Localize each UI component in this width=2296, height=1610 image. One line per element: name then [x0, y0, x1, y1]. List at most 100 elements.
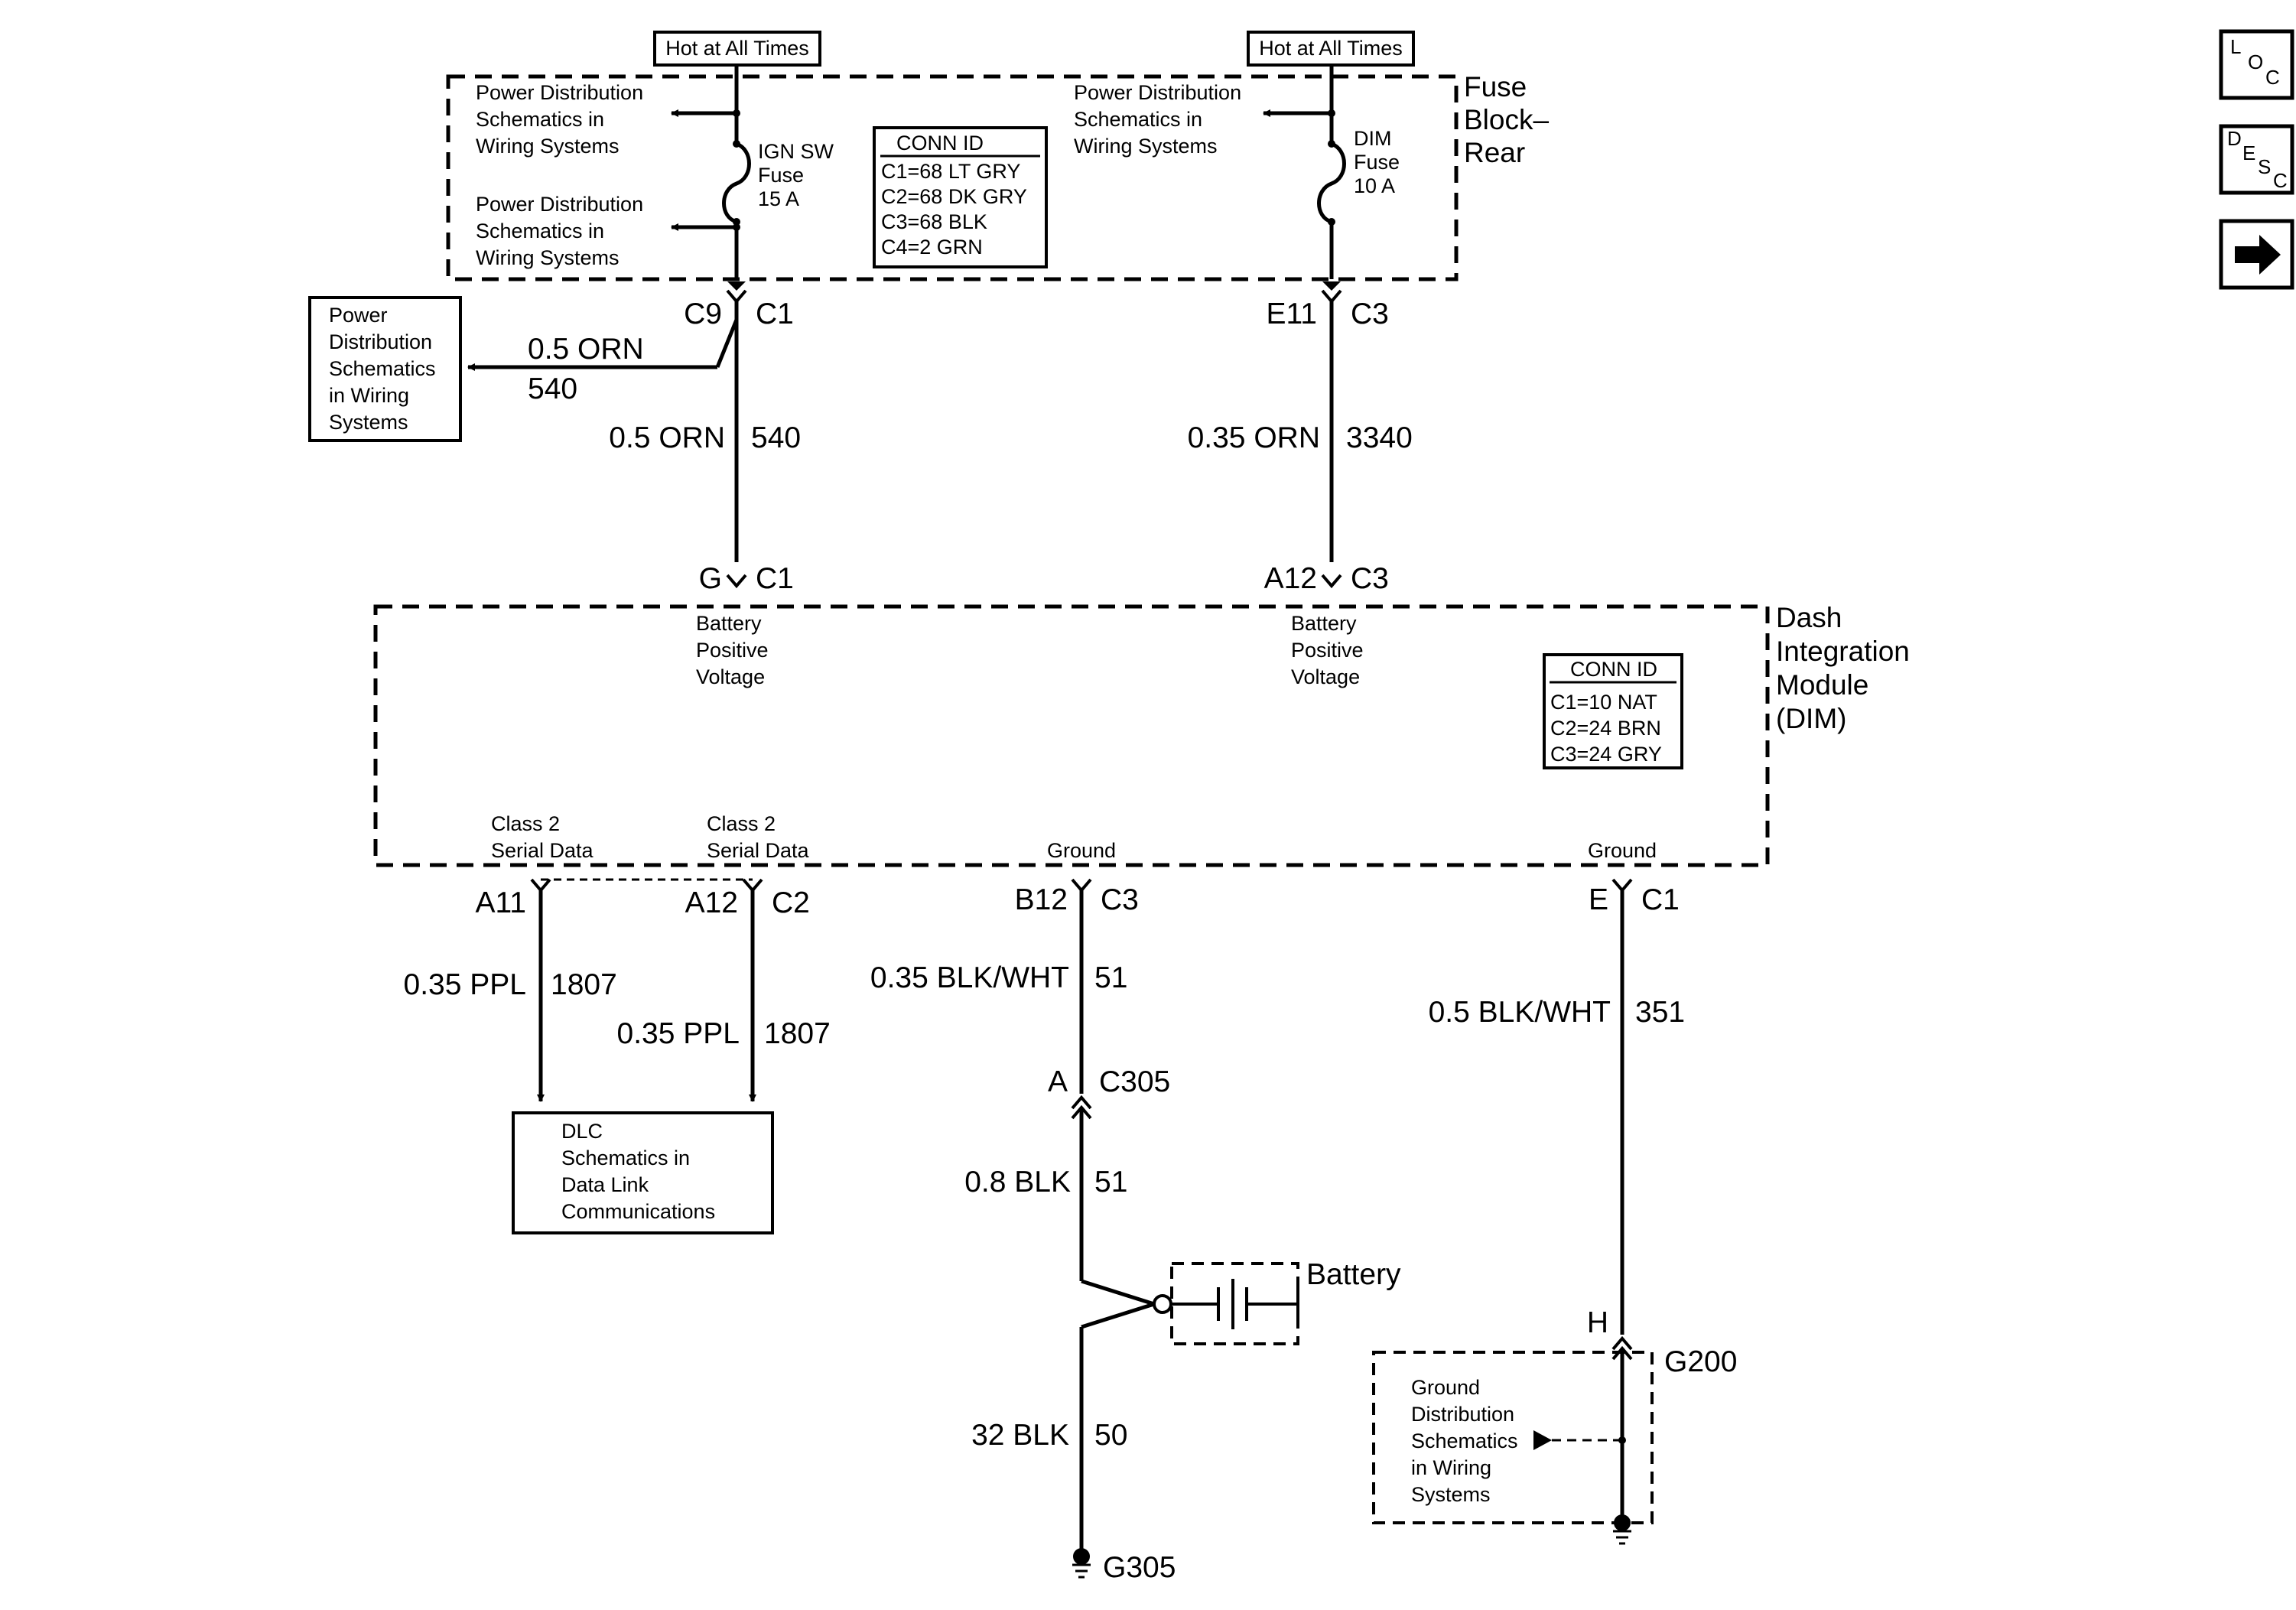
wire-blkwht351-gauge: 0.5 BLK/WHT — [1429, 996, 1611, 1029]
hot-label-right: Hot at All Times — [1259, 37, 1403, 60]
svg-text:C: C — [2273, 169, 2288, 192]
svg-text:C: C — [2265, 66, 2280, 89]
pd-mid-left-3: Wiring Systems — [476, 246, 620, 269]
pd-top-left-3: Wiring Systems — [476, 135, 620, 158]
loc-button[interactable]: L O C — [2219, 29, 2294, 100]
pd-box-line-2: Distribution — [329, 330, 432, 353]
next-button[interactable] — [2219, 219, 2294, 290]
ground-dist-line-5: Systems — [1411, 1483, 1491, 1506]
pd-top-right-1: Power Distribution — [1074, 81, 1241, 104]
pd-top-left-2: Schematics in — [476, 108, 604, 131]
ground-dist-line-1: Ground — [1411, 1376, 1480, 1399]
class2-right-2: Serial Data — [707, 839, 810, 862]
connector-b12: B12 — [1015, 883, 1068, 916]
fuse-block-conn-id-box — [873, 126, 1048, 268]
bpv-left-1: Battery — [696, 612, 762, 635]
class2-left-1: Class 2 — [491, 812, 560, 835]
dim-title-2: Integration — [1776, 636, 1910, 667]
svg-text:O: O — [2248, 50, 2263, 73]
right-arrow-icon — [2235, 235, 2281, 275]
branch-wire-gauge: 0.5 ORN — [528, 333, 644, 366]
dim-title-4: (DIM) — [1776, 703, 1846, 734]
desc-button[interactable]: D E S C — [2219, 124, 2294, 195]
connector-e-conn: C1 — [1641, 883, 1680, 916]
bpv-right-1: Battery — [1291, 612, 1357, 635]
class2-right-1: Class 2 — [707, 812, 776, 835]
pd-box-line-1: Power — [329, 304, 388, 327]
ign-fuse-label-3: 15 A — [758, 187, 799, 210]
connector-c9: C9 — [684, 298, 722, 330]
ground-right-label: Ground — [1588, 839, 1657, 862]
dim-module-box — [373, 604, 1770, 867]
fuse-block-rear-box — [446, 74, 1459, 281]
connector-a: A — [1048, 1065, 1068, 1098]
ground-dist-line-2: Distribution — [1411, 1403, 1514, 1426]
fuse-conn-id-row-3: C3=68 BLK — [881, 210, 987, 233]
connector-c305: C305 — [1099, 1065, 1170, 1098]
bpv-right-3: Voltage — [1291, 665, 1360, 688]
power-distribution-box[interactable] — [308, 296, 462, 442]
fuse-conn-id-row-4: C4=2 GRN — [881, 236, 983, 259]
connector-g-conn: C1 — [756, 562, 794, 595]
connector-a12-top-conn: C3 — [1351, 562, 1389, 595]
ign-fuse-label-2: Fuse — [758, 164, 804, 187]
connector-h: H — [1587, 1306, 1608, 1339]
connector-b12-conn: C3 — [1101, 883, 1139, 916]
fuse-block-title-1: Fuse — [1464, 71, 1527, 102]
bpv-left-2: Positive — [696, 639, 769, 662]
dlc-line-1: DLC — [561, 1120, 603, 1143]
wire-540-gauge: 0.5 ORN — [609, 421, 725, 454]
svg-text:E: E — [2242, 141, 2255, 164]
svg-text:L: L — [2230, 35, 2241, 58]
g305-ground-dot — [1073, 1548, 1090, 1565]
svg-text:D: D — [2227, 127, 2242, 150]
wire-540-circuit: 540 — [751, 421, 801, 454]
branch-wire-circuit: 540 — [528, 372, 577, 405]
dim-fuse-label-2: Fuse — [1354, 151, 1400, 174]
pd-top-right-2: Schematics in — [1074, 108, 1202, 131]
connector-e: E — [1589, 883, 1608, 916]
connector-g200: G200 — [1664, 1345, 1737, 1378]
dim-fuse-symbol — [1317, 141, 1346, 224]
wire-blk50-gauge: 32 BLK — [971, 1419, 1069, 1452]
dlc-box[interactable] — [512, 1111, 774, 1234]
wire-blk50-circuit: 50 — [1094, 1419, 1127, 1452]
fuse-conn-id-row-2: C2=68 DK GRY — [881, 185, 1027, 208]
pd-top-left-1: Power Distribution — [476, 81, 643, 104]
wire-blkwht51-circuit: 51 — [1094, 961, 1127, 994]
dim-conn-id-row-2: C2=24 BRN — [1550, 717, 1661, 740]
class2-left-2: Serial Data — [491, 839, 594, 862]
connector-a12-bot-conn: C2 — [772, 886, 810, 919]
pd-top-right-3: Wiring Systems — [1074, 135, 1218, 158]
ign-fuse-label-1: IGN SW — [758, 140, 834, 163]
svg-text:S: S — [2258, 155, 2271, 178]
pd-mid-left-1: Power Distribution — [476, 193, 643, 216]
fuse-block-title-3: Rear — [1464, 137, 1525, 168]
connector-e11: E11 — [1267, 298, 1318, 330]
wire-ppl2-gauge: 0.35 PPL — [617, 1017, 740, 1050]
wire-ppl1-circuit: 1807 — [551, 968, 617, 1001]
ground-dist-line-3: Schematics — [1411, 1429, 1518, 1452]
dim-fuse-label-3: 10 A — [1354, 174, 1395, 197]
fuse-conn-id-title: CONN ID — [896, 132, 984, 154]
pd-box-line-3: Schematics — [329, 357, 436, 380]
connector-c9-conn: C1 — [756, 298, 794, 330]
dlc-line-4: Communications — [561, 1200, 715, 1223]
bpv-right-2: Positive — [1291, 639, 1364, 662]
wire-3340-circuit: 3340 — [1346, 421, 1413, 454]
dlc-line-3: Data Link — [561, 1173, 649, 1196]
wire-ppl2-circuit: 1807 — [764, 1017, 831, 1050]
ground-dist-line-4: in Wiring — [1411, 1456, 1491, 1479]
wire-blk51-circuit: 51 — [1094, 1166, 1127, 1199]
ground-distribution-box[interactable] — [1372, 1351, 1654, 1524]
dim-conn-id-title: CONN ID — [1570, 658, 1657, 681]
pd-box-line-5: Systems — [329, 411, 408, 434]
wire-blk51-gauge: 0.8 BLK — [964, 1166, 1071, 1199]
dlc-line-2: Schematics in — [561, 1147, 690, 1169]
wire-3340-gauge: 0.35 ORN — [1188, 421, 1320, 454]
dim-conn-id-row-3: C3=24 GRY — [1550, 743, 1662, 766]
wire-ppl1-gauge: 0.35 PPL — [404, 968, 526, 1001]
connector-a12-top: A12 — [1264, 562, 1317, 595]
pd-mid-left-2: Schematics in — [476, 220, 604, 242]
